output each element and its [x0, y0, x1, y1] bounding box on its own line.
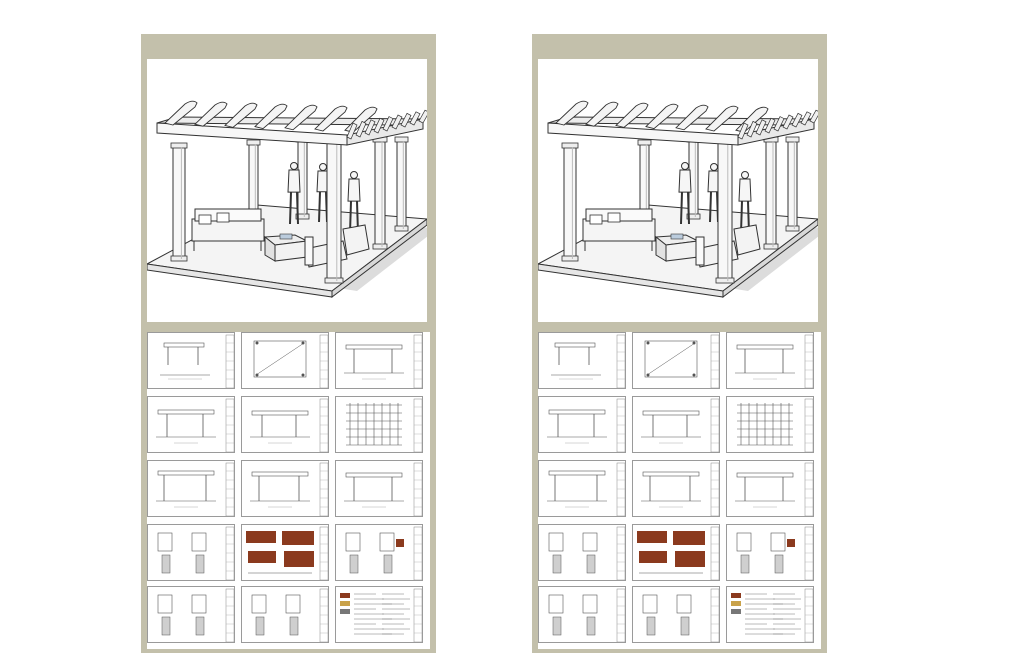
drawing-sheet-thumbnail — [335, 524, 423, 581]
drawing-sheet-thumbnail — [632, 460, 720, 517]
drawing-sheets-grid-left — [147, 332, 430, 649]
drawing-sheet-thumbnail — [632, 332, 720, 389]
drawing-sheet-thumbnail — [538, 586, 626, 643]
drawing-sheet-thumbnail — [726, 460, 814, 517]
drawing-sheet-thumbnail — [241, 396, 329, 453]
drawing-sheets-grid-right — [538, 332, 821, 649]
plan-preview-panel-right[interactable] — [532, 34, 827, 653]
drawing-sheet-thumbnail — [726, 332, 814, 389]
drawing-sheet-thumbnail — [632, 396, 720, 453]
drawing-sheet-thumbnail — [632, 586, 720, 643]
drawing-sheet-thumbnail — [147, 332, 235, 389]
pergola-rendering-left — [147, 59, 427, 322]
drawing-sheet-thumbnail — [241, 332, 329, 389]
drawing-sheet-thumbnail — [538, 396, 626, 453]
drawing-sheet-thumbnail — [632, 524, 720, 581]
drawing-sheet-thumbnail — [241, 586, 329, 643]
drawing-sheet-thumbnail — [241, 524, 329, 581]
drawing-sheet-thumbnail — [147, 396, 235, 453]
pergola-rendering-right — [538, 59, 818, 322]
plan-preview-panel-left[interactable] — [141, 34, 436, 653]
drawing-sheet-thumbnail — [538, 332, 626, 389]
drawing-sheet-thumbnail — [538, 460, 626, 517]
drawing-sheet-thumbnail — [241, 460, 329, 517]
drawing-sheet-thumbnail — [335, 586, 423, 643]
drawing-sheet-thumbnail — [726, 524, 814, 581]
drawing-sheet-thumbnail — [538, 524, 626, 581]
drawing-sheet-thumbnail — [147, 460, 235, 517]
drawing-sheet-thumbnail — [147, 586, 235, 643]
drawing-sheet-thumbnail — [335, 460, 423, 517]
drawing-sheet-thumbnail — [147, 524, 235, 581]
drawing-sheet-thumbnail — [726, 586, 814, 643]
drawing-sheet-thumbnail — [726, 396, 814, 453]
drawing-sheet-thumbnail — [335, 396, 423, 453]
drawing-sheet-thumbnail — [335, 332, 423, 389]
